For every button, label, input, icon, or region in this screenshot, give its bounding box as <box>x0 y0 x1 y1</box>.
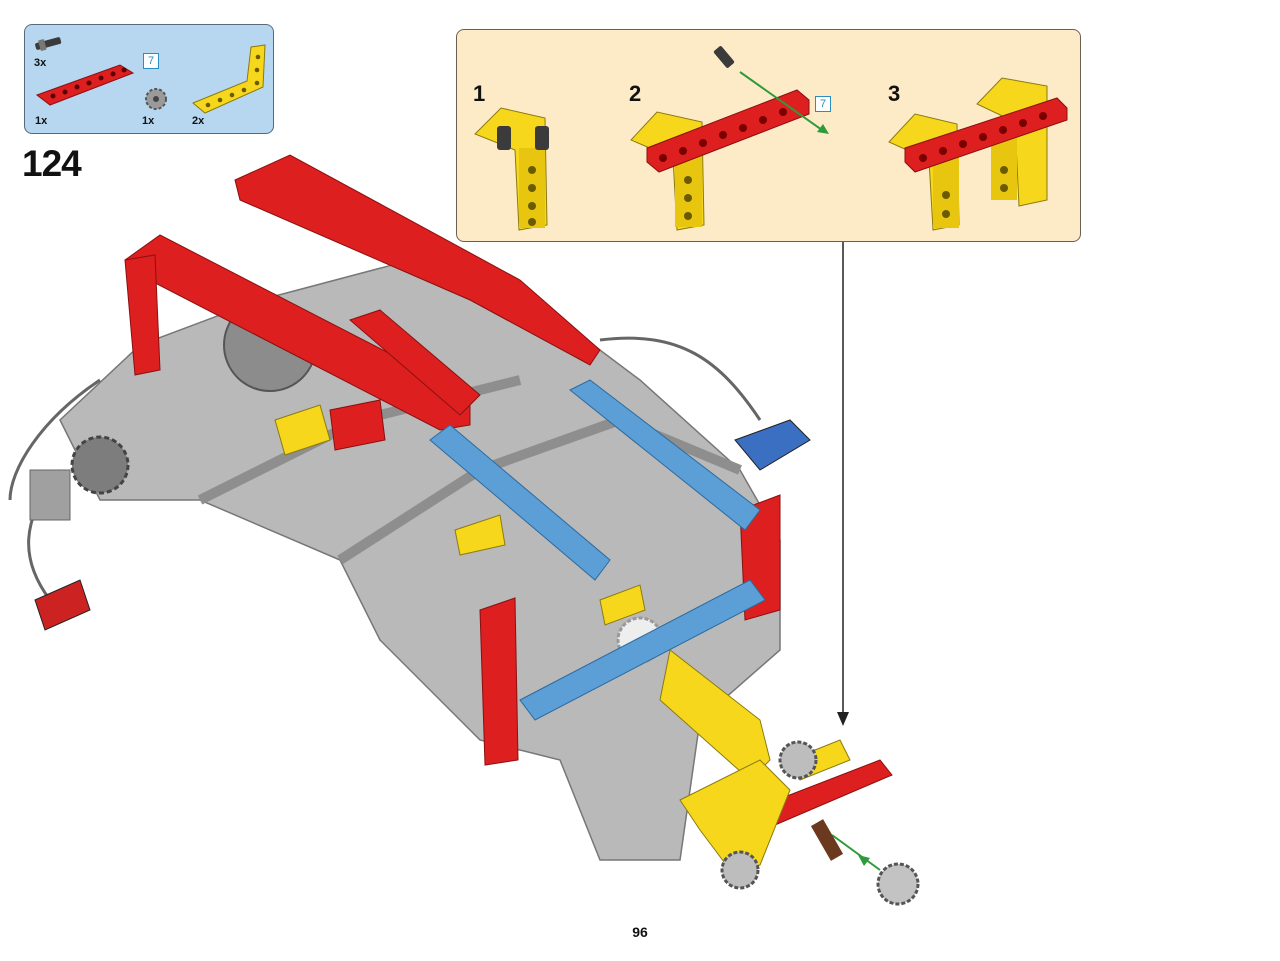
step-number: 124 <box>22 143 82 184</box>
substep-2-length-tag: 7 <box>815 96 831 112</box>
substep-2-number: 2 <box>629 81 642 106</box>
red-beam-icon <box>35 64 135 106</box>
axle-pin-icon <box>35 37 62 51</box>
parts-illustrations <box>35 37 266 114</box>
qty-gear: 1x <box>142 115 155 127</box>
substep-3-number: 3 <box>888 81 901 106</box>
motor-cables <box>8 336 762 601</box>
substep-1-number: 1 <box>473 81 486 106</box>
yellow-l-beam-icon <box>192 44 266 114</box>
output-gears <box>720 740 920 906</box>
qty-yellow-l-beam: 2x <box>192 115 205 127</box>
subassembly-illustrations <box>474 46 1068 231</box>
page-number: 96 <box>632 924 648 940</box>
qty-axle-pin: 3x <box>34 57 47 69</box>
substep-1-illustration <box>474 107 549 231</box>
parts-list-box: 3x 1x 7 1x 2x <box>24 24 274 134</box>
subassembly-box: 1 2 7 3 <box>456 29 1081 242</box>
substep-3-illustration <box>888 77 1068 231</box>
qty-red-beam: 1x <box>35 115 48 127</box>
callout-arrow <box>837 242 849 726</box>
substep-2-illustration <box>630 46 829 231</box>
gray-chassis <box>29 254 781 861</box>
gear-icon <box>145 88 167 110</box>
beam-length-tag: 7 <box>143 53 159 69</box>
sensor-connectors <box>34 419 811 631</box>
red-frame-beams <box>124 154 893 841</box>
yellow-parts <box>274 404 851 871</box>
blue-beams <box>429 379 766 721</box>
